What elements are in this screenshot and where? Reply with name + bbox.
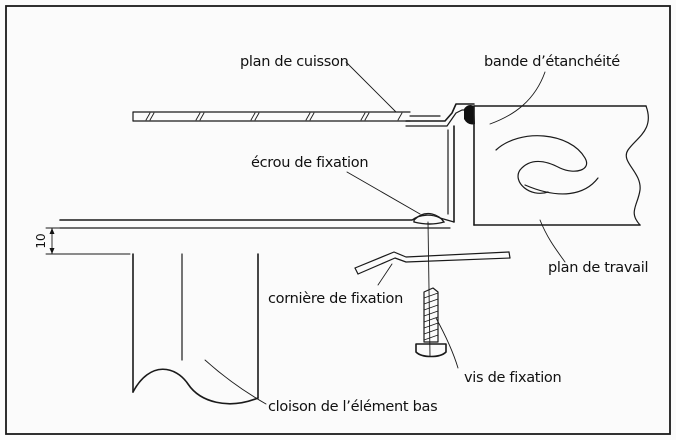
fixing-bracket	[354, 251, 511, 275]
sealing-strip	[464, 105, 475, 125]
leader-lines	[204, 61, 566, 405]
label-ecrou-de-fixation: écrou de fixation	[251, 155, 368, 171]
dimension-10: 10	[34, 227, 131, 255]
worktop-block	[473, 105, 649, 226]
cabinet-top-panel	[59, 212, 455, 229]
dimension-label: 10	[34, 233, 48, 248]
label-corniere-de-fixation: cornière de fixation	[268, 291, 403, 307]
label-bande-etancheite: bande d’étanchéité	[484, 54, 620, 70]
fixing-screw	[415, 287, 447, 358]
label-vis-de-fixation: vis de fixation	[464, 370, 561, 386]
screw-axis	[427, 221, 431, 357]
label-plan-de-travail: plan de travail	[548, 260, 648, 276]
label-cloison: cloison de l’élément bas	[268, 399, 437, 415]
label-plan-de-cuisson: plan de cuisson	[240, 54, 349, 70]
fixing-nut	[413, 212, 446, 225]
cabinet-wall	[132, 253, 259, 405]
frame-border	[5, 5, 671, 435]
cooktop-frame-profile	[405, 103, 475, 223]
cooktop-plate	[132, 111, 411, 122]
